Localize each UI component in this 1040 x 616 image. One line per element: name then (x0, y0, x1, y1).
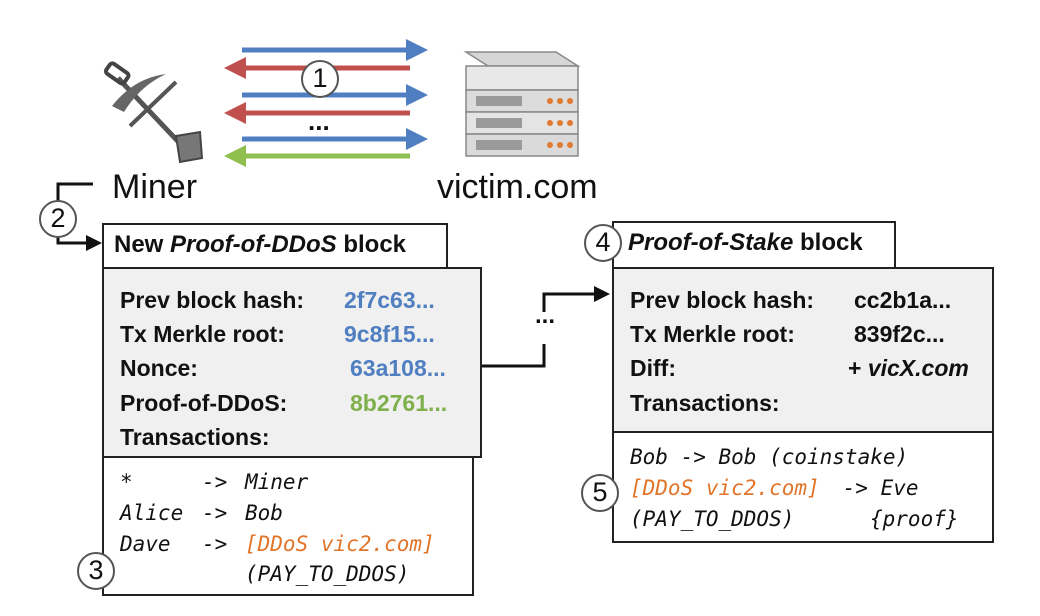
pos-field-label: Prev block hash: (630, 287, 815, 313)
pod-field-value: 63a108... (350, 355, 446, 381)
tx-proof: {proof} (870, 507, 959, 531)
server-rack-icon (463, 51, 581, 157)
tx-to: Bob (245, 501, 283, 525)
tx-to: Miner (245, 470, 309, 494)
response-arrowhead-2 (224, 102, 246, 124)
response-arrowhead-1 (224, 57, 246, 79)
pos-block-header: Prev block hash: cc2b1a... Tx Merkle roo… (612, 267, 994, 433)
pos-block-title: Proof-of-Stake block (612, 221, 896, 269)
victim-label: victim.com (437, 168, 598, 206)
tx-script: (PAY_TO_DDOS) (630, 507, 795, 531)
arrow-ellipsis: ... (308, 106, 330, 136)
pos-field-value: cc2b1a... (854, 287, 952, 313)
tx-from: * (120, 470, 133, 494)
request-arrowhead-3 (406, 128, 428, 150)
tx-arrow: -> (202, 532, 228, 556)
tx-to-ddos: [DDoS vic2.com] (245, 532, 435, 556)
pos-title-suffix: block (793, 229, 863, 256)
tx-coinstake: Bob -> Bob (coinstake) (630, 445, 909, 469)
pod-field-value: 9c8f15... (344, 321, 435, 347)
pod-field-value: 2f7c63... (344, 287, 435, 313)
step-5-marker: 5 (581, 474, 619, 512)
pod-field-label: Prev block hash: (120, 287, 305, 313)
final-response-arrowhead (224, 145, 246, 167)
request-arrowhead-1 (406, 39, 428, 61)
pod-transactions-label: Transactions: (120, 424, 270, 450)
pod-field-label: Tx Merkle root: (120, 321, 285, 347)
pod-title-suffix: block (336, 231, 407, 258)
tx-from: Dave (120, 532, 171, 556)
tx-script: (PAY_TO_DDOS) (245, 562, 410, 586)
pickaxe-shovel-icon (103, 61, 204, 164)
pos-field-label: Tx Merkle root: (630, 321, 795, 347)
pos-title-emphasis: Proof-of-Stake (628, 229, 794, 256)
pod-title-emphasis: Proof-of-DDoS (170, 231, 337, 258)
pos-field-value: 839f2c... (854, 321, 945, 347)
request-arrowhead-2 (406, 84, 428, 106)
step-1-marker: 1 (301, 60, 339, 98)
pos-transactions-label: Transactions: (630, 390, 780, 416)
step-2-marker: 2 (39, 200, 77, 238)
pod-block-header: Prev block hash: 2f7c63... Tx Merkle roo… (102, 267, 482, 458)
diff-domain: vicX.com (867, 355, 969, 381)
pod-title-prefix: New (114, 231, 171, 258)
pod-block-title: New Proof-of-DDoS block (102, 223, 448, 269)
step-3-marker: 3 (77, 552, 115, 590)
chain-link-connector (482, 286, 610, 368)
chain-ellipsis: ... (535, 302, 556, 329)
pod-transactions-list: * -> Miner Alice -> Bob Dave -> [DDoS vi… (102, 456, 474, 596)
pod-field-label: Nonce: (120, 355, 198, 381)
miner-label: Miner (112, 168, 198, 206)
pod-field-value: 8b2761... (350, 390, 448, 416)
pod-field-label: Proof-of-DDoS: (120, 390, 288, 416)
diff-prefix: + (848, 355, 868, 381)
tx-arrow: -> (202, 470, 228, 494)
step-4-marker: 4 (584, 224, 622, 262)
tx-from: Alice (120, 501, 184, 525)
pos-transactions-list: Bob -> Bob (coinstake) [DDoS vic2.com] -… (612, 431, 994, 543)
tx-ddos-recipient: -> Eve (830, 476, 919, 500)
tx-ddos-payment: [DDoS vic2.com] (630, 476, 820, 500)
message-arrows (224, 39, 428, 167)
pos-field-value: + vicX.com (848, 355, 969, 382)
tx-arrow: -> (202, 501, 228, 525)
pos-field-label: Diff: (630, 355, 676, 381)
